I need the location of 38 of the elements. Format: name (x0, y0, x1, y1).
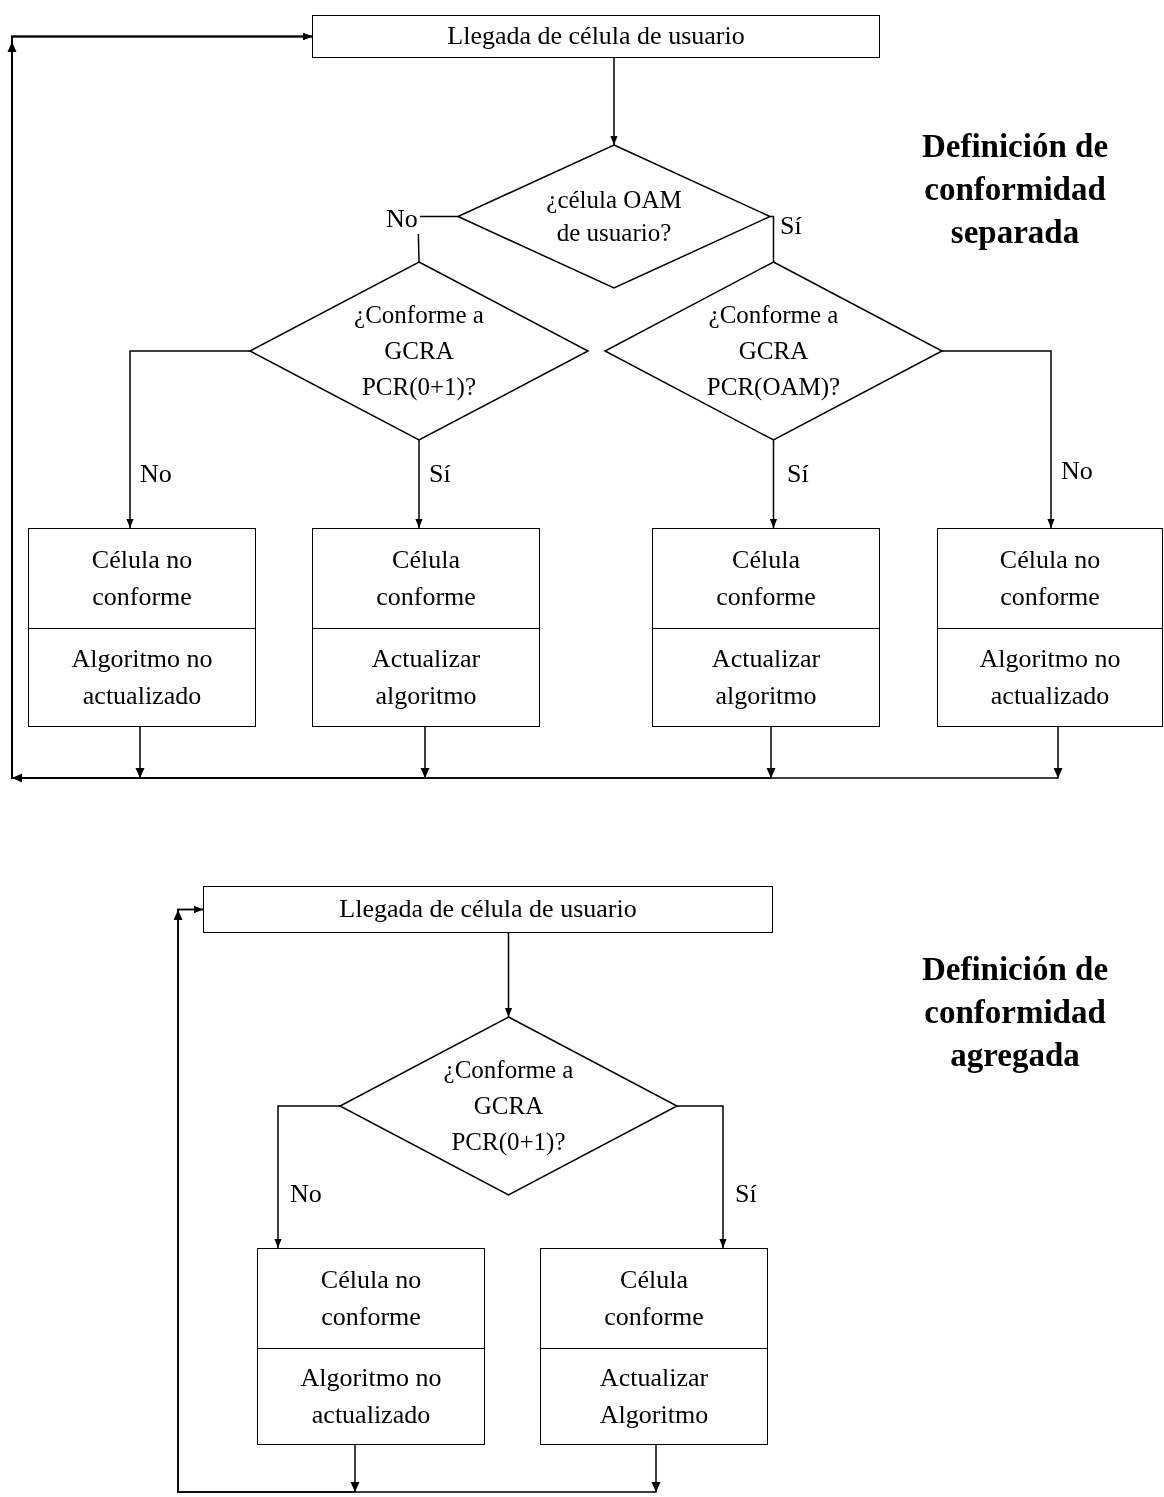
connector-arrow (610, 57, 618, 146)
split-process-box (540, 1248, 768, 1445)
split-process-box (937, 528, 1163, 727)
section-heading: Definición de conformidad separada (920, 127, 1110, 252)
section-heading: Definición de conformidad agregada (920, 950, 1110, 1075)
action-text: Algoritmo no actualizado (978, 643, 1122, 712)
result-text: Célula conforme (375, 544, 477, 613)
action-text: Algoritmo no actualizado (70, 643, 214, 712)
split-process-box (257, 1248, 485, 1445)
question-text: ¿Conforme a GCRA PCR(OAM)? (705, 299, 842, 403)
connector-arrow (274, 1105, 341, 1249)
result-text: Célula no conforme (90, 544, 194, 613)
question-text: ¿célula OAM de usuario? (545, 185, 683, 248)
process-box (312, 15, 880, 58)
action-text: Actualizar algoritmo (710, 643, 822, 712)
connector-arrow (177, 905, 657, 1493)
split-process-box (312, 528, 540, 727)
connector-arrow (769, 439, 778, 529)
box-text: Llegada de célula de usuario (339, 893, 637, 926)
connector-arrow (676, 1105, 727, 1249)
question-text: ¿Conforme a GCRA PCR(0+1)? (442, 1054, 575, 1158)
result-text: Célula conforme (603, 1264, 705, 1333)
split-process-box (28, 528, 256, 727)
box-text: Llegada de célula de usuario (447, 20, 745, 53)
split-process-box (652, 528, 880, 727)
result-text: Célula no conforme (998, 544, 1102, 613)
result-text: Célula no conforme (319, 1264, 423, 1333)
result-text: Célula conforme (715, 544, 817, 613)
process-box (203, 886, 773, 933)
connector-arrow (941, 350, 1055, 529)
connector-arrow (11, 32, 1059, 779)
action-text: Algoritmo no actualizado (299, 1362, 443, 1431)
action-text: Actualizar Algoritmo (598, 1362, 710, 1431)
connector-arrow (504, 932, 513, 1018)
connector-arrow (126, 350, 251, 529)
action-text: Actualizar algoritmo (370, 643, 482, 712)
question-text: ¿Conforme a GCRA PCR(0+1)? (353, 299, 485, 403)
connector-arrow (415, 439, 423, 529)
